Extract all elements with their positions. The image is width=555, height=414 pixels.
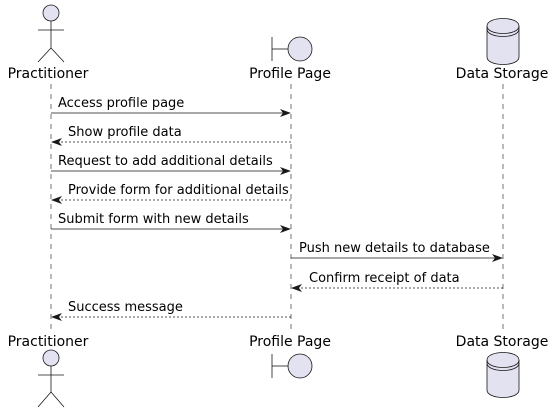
message-7: Confirm receipt of data — [291, 271, 503, 292]
message-label: Show profile data — [68, 125, 182, 140]
message-2: Show profile data — [51, 125, 291, 146]
message-4: Provide form for additional details — [51, 183, 291, 204]
participant-name-bottom-storage: Data Storage — [456, 334, 549, 350]
message-3: Request to add additional details — [51, 154, 291, 175]
participant-name-top-storage: Data Storage — [456, 66, 549, 82]
message-label: Success message — [68, 300, 183, 315]
message-label: Confirm receipt of data — [309, 271, 460, 286]
actor-icon — [37, 349, 65, 408]
participant-name-top-profile: Profile Page — [249, 66, 331, 82]
database-icon — [486, 352, 520, 398]
message-6: Push new details to database — [291, 241, 503, 262]
participant-name-top-practitioner: Practitioner — [8, 66, 89, 82]
message-label: Access profile page — [58, 96, 184, 111]
message-5: Submit form with new details — [51, 212, 291, 233]
participant-name-bottom-practitioner: Practitioner — [8, 334, 89, 350]
boundary-icon — [271, 36, 313, 62]
message-1: Access profile page — [51, 96, 291, 117]
message-label: Request to add additional details — [58, 154, 273, 169]
boundary-icon — [271, 353, 313, 379]
message-label: Push new details to database — [299, 241, 490, 256]
actor-icon — [37, 4, 65, 63]
participant-name-bottom-profile: Profile Page — [249, 334, 331, 350]
message-label: Provide form for additional details — [68, 183, 289, 198]
database-icon — [486, 18, 520, 65]
message-label: Submit form with new details — [58, 212, 249, 227]
message-8: Success message — [51, 300, 291, 321]
